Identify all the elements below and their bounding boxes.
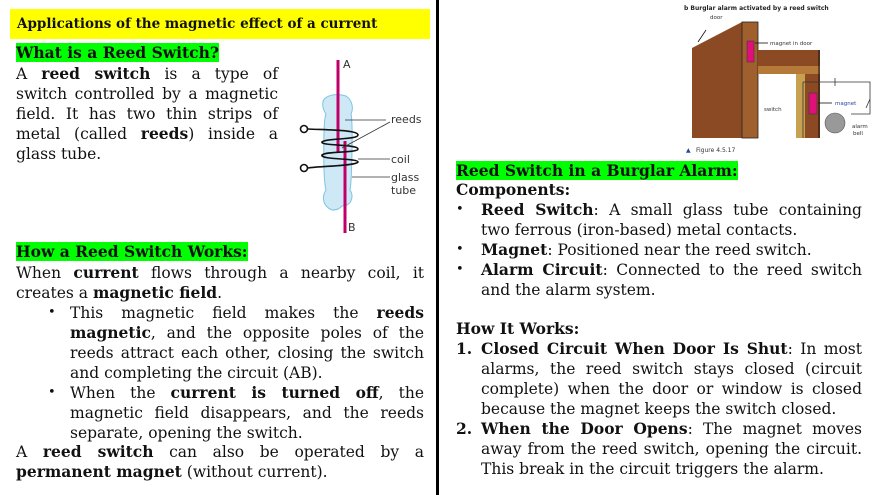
label-tube: tube [391,184,416,197]
alarm-bell-icon [824,112,846,134]
label-coil: coil [391,153,410,166]
how-it-works-heading: How It Works: [456,319,580,338]
text-run: . [217,284,223,302]
text-run: ) inside a glass tube. [16,125,278,163]
component-text: Reed Switch: A small glass tube containi… [481,200,862,239]
label-reeds: reeds [391,113,422,126]
text-run: , the magnetic field disappears, and the… [70,384,425,442]
component-text: Alarm Circuit: Connected to the reed swi… [481,260,862,299]
step-number: 2. [456,419,473,438]
bold-term: magnetic field [92,283,218,302]
bold-term: Magnet [481,240,548,259]
how-heading: How a Reed Switch Works: [16,242,248,261]
reed-switch-diagram: A B reeds coil glass tube [299,58,422,234]
bold-term: reeds magnetic [70,303,424,342]
alarm-heading: Reed Switch in a Burglar Alarm: [456,161,738,180]
step-item: 2. When the Door Opens: The magnet moves … [456,419,862,479]
text-run: This magnetic field makes the [70,304,377,322]
closing-paragraph: A reed switch can also be operated by a … [16,442,424,482]
bullet-icon: • [48,385,56,400]
text-run: , and the opposite poles of the reeds at… [70,324,424,382]
bold-term: reeds [140,124,189,143]
text-run: is a type of switch controlled by a magn… [16,65,279,143]
component-text: Magnet: Positioned near the reed switch. [481,240,812,259]
text-run: can also be operated by a [153,443,425,461]
figure-triangle-icon: ▲ [686,147,691,154]
burglar-alarm-figure: b Burglar alarm activated by a reed swit… [684,5,871,154]
step-text: When the Door Opens: The magnet moves aw… [481,419,862,478]
what-heading: What is a Reed Switch? [16,43,219,62]
bold-term: current is turned off [170,383,379,402]
bold-term: current [73,263,139,282]
label-b: B [348,221,356,234]
what-heading-text: What is a Reed Switch? [16,43,219,62]
how-bullets: • This magnetic field makes the reeds mag… [48,303,425,443]
magnet-in-door [746,40,755,63]
bold-term: Closed Circuit When Door Is Shut [481,339,788,358]
alarm-heading-text: Reed Switch in a Burglar Alarm: [456,161,738,180]
label-switch: switch [764,107,782,113]
alarm-circuit [802,78,871,138]
label-door: door [710,15,723,21]
component-item: • Magnet: Positioned near the reed switch… [456,240,862,260]
bold-term: reed switch [41,64,151,83]
text-run: flows through a nearby coil, it creates … [16,264,425,302]
text-run: When [16,264,74,282]
coil [299,124,359,173]
label-bell: bell [853,131,863,137]
label-magnet: magnet [835,101,857,107]
bullet-icon: • [456,202,464,217]
what-paragraph: A reed switch is a type of switch contro… [16,64,278,164]
text-run: : In most alarms, the reed switch stays … [481,340,862,418]
text-run: : A small glass tube containing two ferr… [481,201,862,239]
how-heading-text: How a Reed Switch Works: [16,242,248,261]
label-magnet-in-door: magnet in door [770,41,813,47]
component-item: • Reed Switch: A small glass tube contain… [456,200,862,240]
bold-term: Reed Switch [481,200,594,219]
bullet-icon: • [456,242,464,257]
text-run: (without current). [181,463,328,481]
bullet-icon: • [456,262,464,277]
bullet-text: When the current is turned off, the magn… [70,383,425,442]
label-glass: glass [391,171,420,184]
bullet-text: This magnetic field makes the reeds magn… [70,303,424,382]
text-run: When the [70,384,171,402]
figure-caption-top: b Burglar alarm activated by a reed swit… [684,5,829,12]
step-item: 1. Closed Circuit When Door Is Shut: In m… [456,339,862,419]
text-run: : Connected to the reed switch and the a… [481,261,862,299]
bold-term: permanent magnet [16,462,182,481]
bold-term: reed switch [42,442,154,461]
label-a: A [343,58,351,71]
steps-list: 1. Closed Circuit When Door Is Shut: In m… [456,339,862,479]
components-list: • Reed Switch: A small glass tube contain… [456,200,862,300]
door [692,22,742,138]
bold-term: Alarm Circuit [481,260,603,279]
page-title: Applications of the magnetic effect of a… [10,9,430,39]
text-run: A [16,65,42,83]
how-paragraph: When current flows through a nearby coil… [16,263,424,303]
how-bullet-item: • This magnetic field makes the reeds mag… [48,303,424,383]
label-alarm: alarm [852,124,868,130]
figure-number: Figure 4.5.17 [696,147,735,154]
step-text: Closed Circuit When Door Is Shut: In mos… [481,339,862,418]
bullet-icon: • [48,305,56,320]
component-item: • Alarm Circuit: Connected to the reed sw… [456,260,862,300]
text-run: : Positioned near the reed switch. [547,241,812,259]
bold-term: When the Door Opens [481,419,688,438]
step-number: 1. [456,339,473,358]
column-divider [436,0,439,495]
door-frame-magnet [808,92,818,115]
components-label: Components: [456,180,571,199]
text-run: : The magnet moves away from the reed sw… [481,420,862,478]
text-run: A [16,443,43,461]
how-bullet-item: • When the current is turned off, the mag… [48,383,425,443]
